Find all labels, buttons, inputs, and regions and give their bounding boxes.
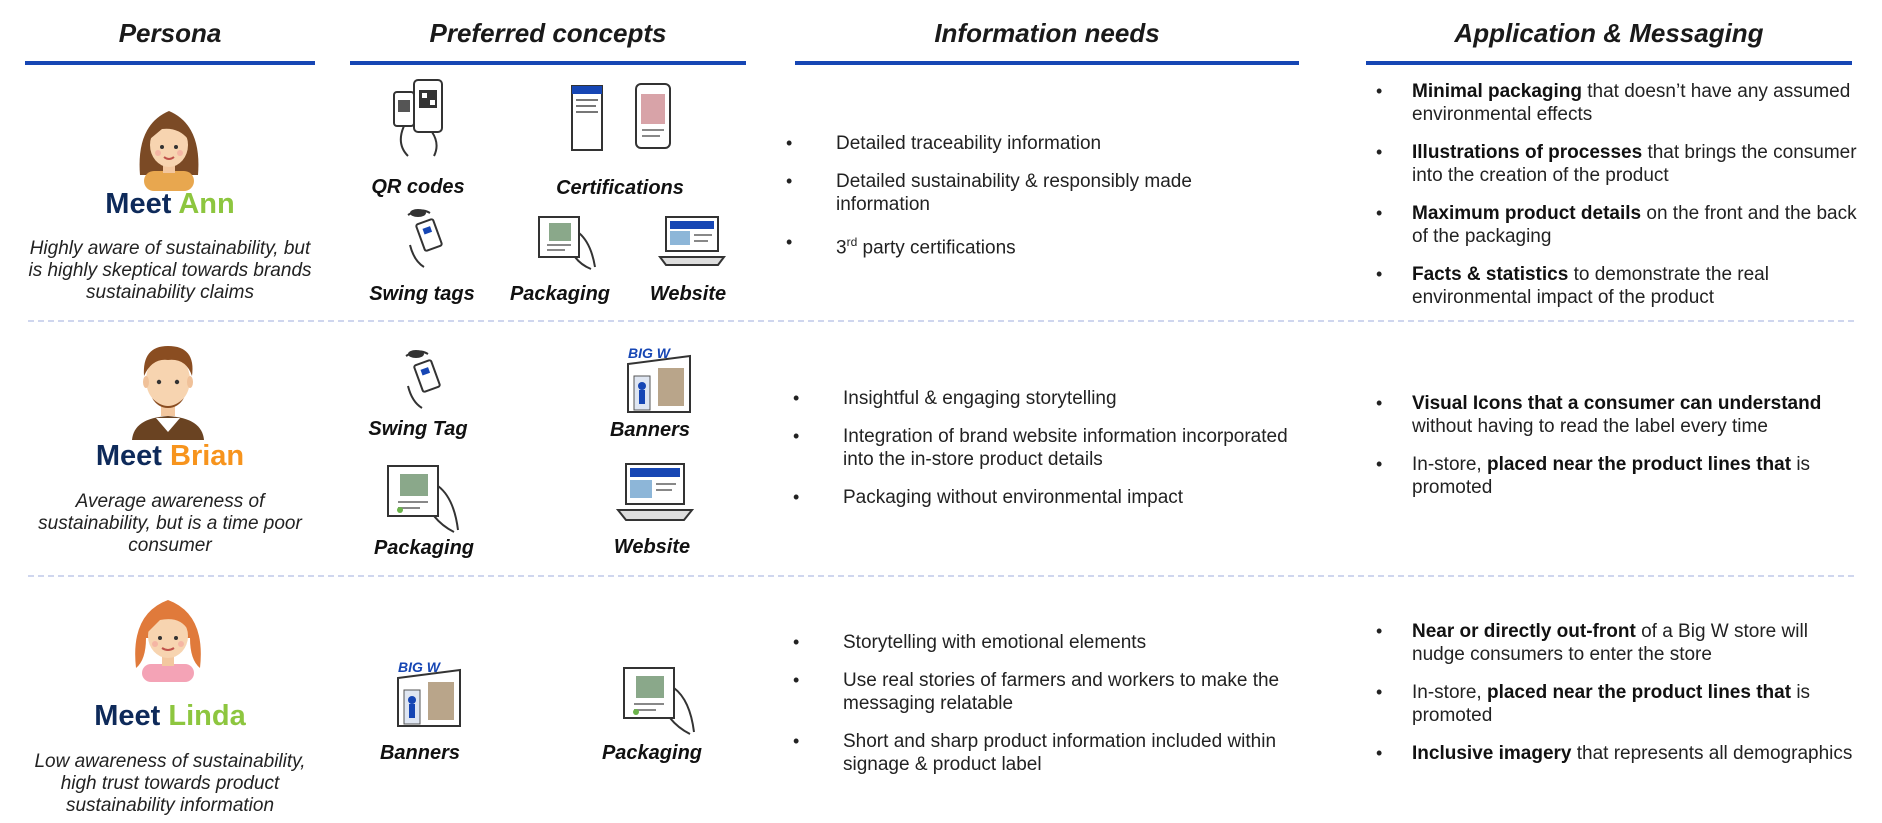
packaging-box-icon — [538, 216, 596, 270]
list-item: •Detailed sustainability & responsibly m… — [786, 171, 1192, 215]
big-w-banner-icon: BIG W — [397, 659, 461, 727]
concept-qr-codes: QR codes — [371, 176, 465, 198]
list-item: •Use real stories of farmers and workers… — [793, 670, 1280, 714]
meet-word: Meet — [105, 188, 172, 220]
packaging-box-icon — [387, 465, 459, 533]
concept-certifications: Certifications — [556, 177, 684, 199]
ann-avatar-icon — [139, 111, 199, 191]
meet-word: Meet — [95, 440, 162, 472]
linda-application-messaging: •Near or directly out-front of a Big W s… — [1376, 620, 1866, 780]
concept-website: Website — [649, 283, 727, 305]
concept-packaging: Packaging — [509, 283, 611, 305]
list-item: •Facts & statistics to demonstrate the r… — [1376, 264, 1769, 308]
concept-packaging: Packaging — [601, 742, 703, 764]
list-item: •Maximum product details on the front an… — [1376, 203, 1857, 247]
list-item: •Insightful & engaging storytelling — [793, 388, 1117, 409]
website-laptop-icon — [615, 463, 694, 521]
concept-swing-tags: Swing tags — [369, 283, 475, 305]
meet-word: Meet — [94, 700, 161, 732]
header-information-needs: Information needs — [934, 18, 1160, 48]
linda-name: Meet Linda — [20, 700, 320, 733]
swing-tag-icon — [405, 350, 441, 409]
header-persona: Persona — [118, 18, 222, 48]
certification-label-icon — [571, 83, 671, 151]
brian-application-messaging: •Visual Icons that a consumer can unders… — [1376, 392, 1866, 514]
persona-name-linda: Linda — [168, 700, 246, 732]
concept-website: Website — [613, 536, 691, 558]
linda-avatar-icon — [135, 600, 201, 682]
concept-packaging: Packaging — [373, 537, 475, 559]
header-application-messaging: Application & Messaging — [1454, 18, 1764, 48]
list-item: •Storytelling with emotional elements — [793, 632, 1147, 653]
header-persona-underline — [25, 61, 315, 65]
header-app-underline — [1366, 61, 1852, 65]
swing-tag-icon — [407, 209, 443, 268]
brian-avatar-icon — [132, 346, 204, 440]
brian-information-needs: •Insightful & engaging storytelling •Int… — [793, 387, 1293, 524]
list-item: •Short and sharp product information inc… — [793, 731, 1277, 775]
header-concepts-underline — [350, 61, 746, 65]
list-item: •Visual Icons that a consumer can unders… — [1376, 393, 1822, 437]
qr-code-phone-icon — [393, 79, 443, 157]
concept-swing-tag: Swing Tag — [368, 418, 468, 440]
list-item: •In-store, placed near the product lines… — [1376, 682, 1811, 726]
packaging-box-icon — [623, 667, 695, 735]
list-item: •Minimal packaging that doesn’t have any… — [1376, 81, 1851, 125]
list-item: •Detailed traceability information — [786, 133, 1102, 154]
row-separator — [28, 575, 1854, 577]
linda-information-needs: •Storytelling with emotional elements •U… — [793, 631, 1293, 791]
list-item: •In-store, placed near the product lines… — [1376, 454, 1811, 498]
brian-name: Meet Brian — [20, 440, 320, 473]
persona-name-ann: Ann — [178, 188, 235, 220]
ann-information-needs: •Detailed traceability information •Deta… — [786, 132, 1246, 274]
list-item: •3rd party certifications — [786, 232, 1016, 259]
list-item: •Packaging without environmental impact — [793, 487, 1184, 508]
concept-banners: Banners — [379, 742, 461, 764]
ann-description: Highly aware of sustainability, but is h… — [28, 238, 312, 303]
list-item: •Integration of brand website informatio… — [793, 426, 1288, 470]
big-w-banner-icon: BIG W — [627, 345, 691, 413]
header-preferred-concepts: Preferred concepts — [429, 18, 667, 48]
list-item: •Near or directly out-front of a Big W s… — [1376, 621, 1808, 665]
big-w-logo-text: BIG W — [628, 345, 672, 361]
header-info-underline — [795, 61, 1299, 65]
list-item: •Inclusive imagery that represents all d… — [1376, 743, 1853, 764]
ann-application-messaging: •Minimal packaging that doesn’t have any… — [1376, 80, 1866, 324]
row-separator — [28, 320, 1854, 322]
persona-name-brian: Brian — [170, 440, 245, 472]
big-w-logo-text: BIG W — [398, 659, 442, 675]
brian-description: Average awareness of sustainability, but… — [38, 491, 302, 556]
website-laptop-icon — [658, 216, 726, 266]
linda-description: Low awareness of sustainability, high tr… — [34, 751, 306, 816]
concept-banners: Banners — [609, 419, 691, 441]
list-item: •Illustrations of processes that brings … — [1376, 142, 1857, 186]
ann-name: Meet Ann — [20, 188, 320, 221]
